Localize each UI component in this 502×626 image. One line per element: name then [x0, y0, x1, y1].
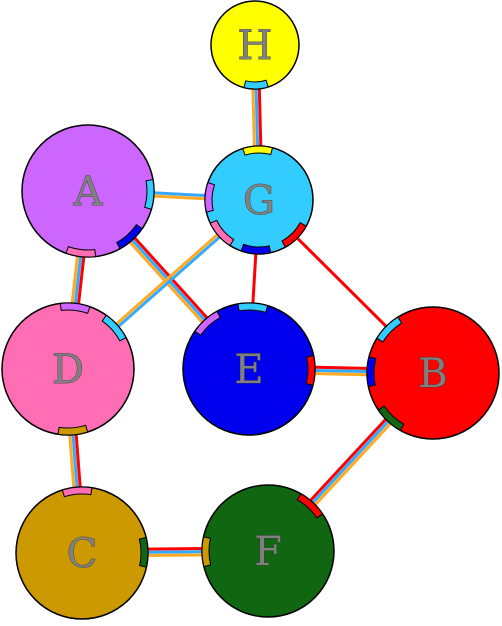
node-label-g: G: [243, 178, 275, 224]
edge-strand: [71, 430, 79, 492]
port-g-to-h: [242, 145, 274, 156]
port-f-to-c: [201, 536, 212, 568]
edge-strand: [114, 233, 224, 331]
edge-c-f: [143, 546, 207, 558]
edge-strand: [254, 84, 260, 151]
edge-strand: [126, 238, 207, 327]
port-e-to-a: [194, 310, 221, 336]
node-label-d: D: [52, 347, 84, 393]
port-d-to-c: [57, 424, 89, 436]
node-label-f: F: [254, 529, 282, 575]
edge-g-b: [293, 234, 391, 331]
edge-strand: [293, 234, 391, 331]
edge-strand: [68, 430, 76, 492]
edge-strand: [143, 546, 206, 551]
edge-strand: [76, 252, 86, 308]
port-e-to-b: [305, 354, 316, 386]
edge-strand: [143, 550, 207, 554]
edge-strand: [310, 372, 371, 377]
edge-strand: [144, 553, 207, 558]
port-h-to-g: [243, 79, 269, 90]
edge-strand: [257, 84, 263, 150]
edge-g-d: [112, 230, 224, 331]
edge-strand: [149, 194, 210, 201]
edge-strand: [149, 191, 210, 198]
port-b-to-g: [376, 316, 403, 343]
edge-strand: [310, 368, 372, 374]
port-g-to-a: [204, 181, 216, 213]
port-g-to-d: [209, 219, 235, 247]
edge-a-d: [70, 252, 86, 308]
edge-f-b: [306, 415, 395, 509]
edge-strand: [311, 419, 395, 509]
port-f-to-b: [296, 493, 324, 519]
port-e-to-g: [237, 302, 269, 314]
edge-strand: [73, 252, 83, 308]
port-layer: [57, 79, 405, 568]
edge-strand: [74, 430, 82, 492]
edge-strand: [251, 85, 257, 151]
edge-strand: [70, 252, 80, 308]
label-layer: H A G D E B C F: [52, 23, 449, 578]
port-c-to-f: [138, 536, 149, 568]
port-a-to-g: [144, 178, 155, 210]
port-g-to-e: [240, 243, 272, 255]
port-b-to-f: [377, 405, 405, 431]
edge-strand: [130, 233, 211, 322]
edge-a-e: [126, 233, 211, 327]
edge-strand: [251, 249, 258, 308]
node-label-h: H: [238, 23, 273, 69]
port-d-to-g: [101, 314, 127, 342]
edge-strand: [311, 365, 372, 370]
port-a-to-d: [65, 246, 97, 258]
port-b-to-e: [366, 356, 377, 388]
edge-e-b: [310, 365, 372, 377]
edge-strand: [309, 417, 392, 507]
edge-strand: [112, 230, 222, 328]
node-label-c: C: [67, 531, 98, 577]
node-label-a: A: [73, 169, 104, 215]
node-label-e: E: [234, 347, 263, 393]
port-c-to-d: [61, 486, 93, 498]
port-a-to-e: [116, 224, 143, 250]
port-d-to-a: [59, 302, 91, 314]
port-g-to-b: [281, 222, 307, 248]
edge-strand: [128, 235, 209, 325]
edge-g-e: [251, 249, 258, 308]
edge-h-g: [251, 84, 263, 151]
edge-layer: [68, 84, 395, 558]
edge-strand: [306, 415, 390, 505]
edge-d-c: [68, 430, 82, 492]
edge-a-g: [149, 191, 210, 201]
node-label-b: B: [418, 351, 447, 397]
